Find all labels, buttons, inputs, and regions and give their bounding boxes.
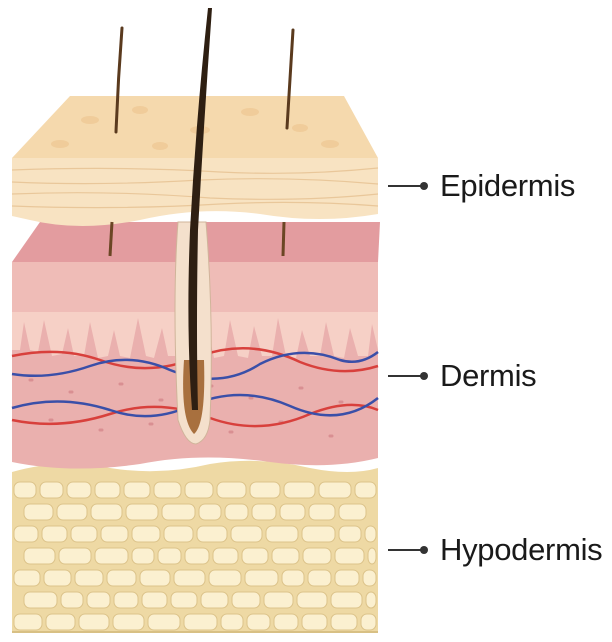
dermis-leader-line [388, 375, 422, 377]
fat-cell [14, 526, 38, 542]
fat-cell [335, 570, 359, 586]
fat-cell [40, 482, 63, 498]
fat-cell [185, 482, 213, 498]
fat-cell [101, 526, 128, 542]
fat-cell [158, 548, 181, 564]
fat-cell [87, 592, 110, 608]
fat-cell [250, 482, 280, 498]
fat-cell [209, 570, 241, 586]
hypodermis-label: Hypodermis [440, 532, 602, 568]
fat-cell [302, 526, 335, 542]
fat-cell [213, 548, 238, 564]
fat-cell [303, 548, 331, 564]
fat-cell [284, 482, 315, 498]
fat-cell [302, 614, 327, 630]
epidermis-label: Epidermis [440, 168, 575, 204]
fat-cell [14, 482, 36, 498]
fat-cell [79, 614, 109, 630]
fat-cell [91, 504, 122, 520]
fat-cell [217, 482, 246, 498]
hair-root-small-right [283, 222, 284, 256]
fat-cell [247, 614, 270, 630]
fat-cell [57, 504, 87, 520]
fat-cell [309, 504, 335, 520]
fat-cell [71, 526, 97, 542]
fat-cell [185, 548, 209, 564]
fat-cell [46, 614, 75, 630]
fat-cell [365, 526, 376, 542]
fat-cell [266, 526, 298, 542]
fat-cell [174, 570, 205, 586]
fat-cell [184, 614, 217, 630]
hypodermis-leader-line [388, 549, 422, 551]
dermis-callout: Dermis [388, 356, 536, 396]
fat-cell [252, 504, 276, 520]
epidermis-pointer-dot-icon [420, 182, 428, 190]
fat-cell [242, 548, 268, 564]
fat-cell [148, 614, 180, 630]
fat-cell [61, 592, 83, 608]
fat-cell [245, 570, 278, 586]
fat-cell [24, 504, 53, 520]
fat-cell [331, 614, 357, 630]
fat-cell [232, 592, 260, 608]
fat-cell [14, 614, 42, 630]
fat-cell [280, 504, 305, 520]
dermis-pointer-dot-icon [420, 372, 428, 380]
hypodermis-callout: Hypodermis [388, 530, 602, 570]
fat-cell [363, 570, 376, 586]
fat-cell [282, 570, 304, 586]
fat-cell [14, 570, 40, 586]
epidermis-callout: Epidermis [388, 166, 575, 206]
fat-cell [231, 526, 262, 542]
fat-cell [339, 504, 366, 520]
fat-cell [164, 526, 193, 542]
fat-cell [113, 614, 144, 630]
fat-cell [162, 504, 195, 520]
fat-cell [107, 570, 136, 586]
fat-cell [201, 592, 228, 608]
fat-cell [366, 592, 376, 608]
fat-cell [361, 614, 376, 630]
fat-cell [368, 548, 376, 564]
fat-cell [355, 482, 376, 498]
hypodermis-pointer-dot-icon [420, 546, 428, 554]
fat-cell [197, 526, 227, 542]
fat-cell [308, 570, 331, 586]
fat-cell [75, 570, 103, 586]
hypodermis-layer [12, 461, 378, 632]
fat-cell [264, 592, 293, 608]
fat-cell [331, 592, 362, 608]
fat-cell [95, 548, 128, 564]
fat-cell [272, 548, 299, 564]
hair-root-small-left [110, 222, 112, 256]
fat-cell [132, 526, 160, 542]
fat-cell [319, 482, 351, 498]
fat-cell [124, 482, 150, 498]
fat-cell [24, 592, 57, 608]
fat-cell [142, 592, 167, 608]
fat-cell [24, 548, 55, 564]
fat-cell [199, 504, 221, 520]
fat-cell [154, 482, 181, 498]
fat-cell [114, 592, 138, 608]
fat-cell [59, 548, 91, 564]
dermis-label: Dermis [440, 358, 536, 394]
fat-cell [44, 570, 71, 586]
fat-cell [274, 614, 298, 630]
fat-cell [335, 548, 364, 564]
fat-cell [126, 504, 158, 520]
fat-cell [132, 548, 154, 564]
fat-cell [42, 526, 67, 542]
fat-cell [225, 504, 248, 520]
fat-cell [67, 482, 91, 498]
fat-cell [95, 482, 120, 498]
epidermis-leader-line [388, 185, 422, 187]
fat-cell [297, 592, 327, 608]
fat-cell [140, 570, 170, 586]
fat-cell [221, 614, 243, 630]
fat-cell [171, 592, 197, 608]
fat-cell [339, 526, 361, 542]
